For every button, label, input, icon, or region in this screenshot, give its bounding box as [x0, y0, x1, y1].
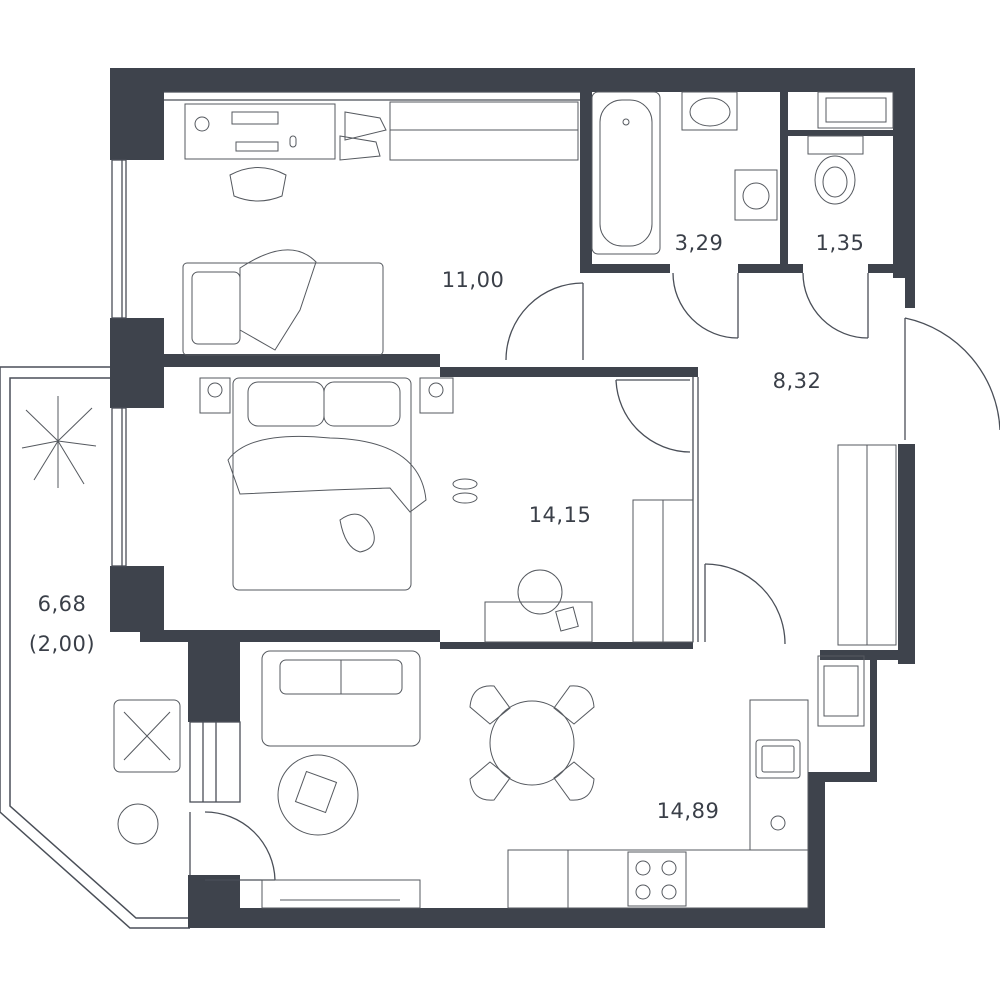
bed-single	[182, 262, 384, 356]
toilet	[807, 135, 864, 155]
area-label-bedroom-small: 11,00	[441, 268, 505, 292]
coffee-table	[277, 754, 359, 836]
bedroom-chair	[517, 569, 563, 615]
rollerblades-icon	[344, 111, 387, 141]
wardrobe	[389, 101, 579, 161]
kitchen-counter	[507, 849, 809, 909]
kitchen-sink	[755, 739, 801, 779]
balcony-table	[117, 803, 159, 845]
washing-machine	[734, 169, 778, 221]
sink	[681, 91, 738, 131]
bed-double	[232, 377, 412, 591]
walls	[110, 68, 915, 928]
balcony-outline	[0, 366, 190, 929]
area-label-kitchen-living: 14,89	[656, 799, 720, 823]
laundry-basket	[113, 699, 181, 773]
area-label-balcony-reduced: (2,00)	[28, 632, 96, 656]
slippers-icon	[452, 478, 478, 490]
area-label-balcony: 6,68	[37, 592, 87, 616]
plant-icon	[21, 396, 97, 488]
kitchen-side-counter	[749, 699, 809, 851]
area-label-bedroom-large: 14,15	[528, 503, 592, 527]
bedroom-desk	[484, 601, 593, 643]
desk	[184, 103, 336, 160]
area-label-toilet: 1,35	[815, 231, 865, 255]
dining-table	[489, 700, 575, 786]
area-label-bathroom: 3,29	[674, 231, 724, 255]
stove	[627, 851, 687, 907]
area-label-hallway: 8,32	[772, 369, 822, 393]
cat-icon	[339, 513, 375, 553]
dining-chair	[469, 685, 511, 725]
sofa	[261, 650, 421, 747]
nightstand-right	[419, 377, 454, 414]
fridge	[817, 655, 865, 727]
tv-stand	[261, 879, 421, 909]
bathtub	[591, 91, 661, 255]
nightstand-left	[199, 377, 231, 414]
furniture	[21, 91, 897, 909]
chair	[229, 167, 287, 202]
